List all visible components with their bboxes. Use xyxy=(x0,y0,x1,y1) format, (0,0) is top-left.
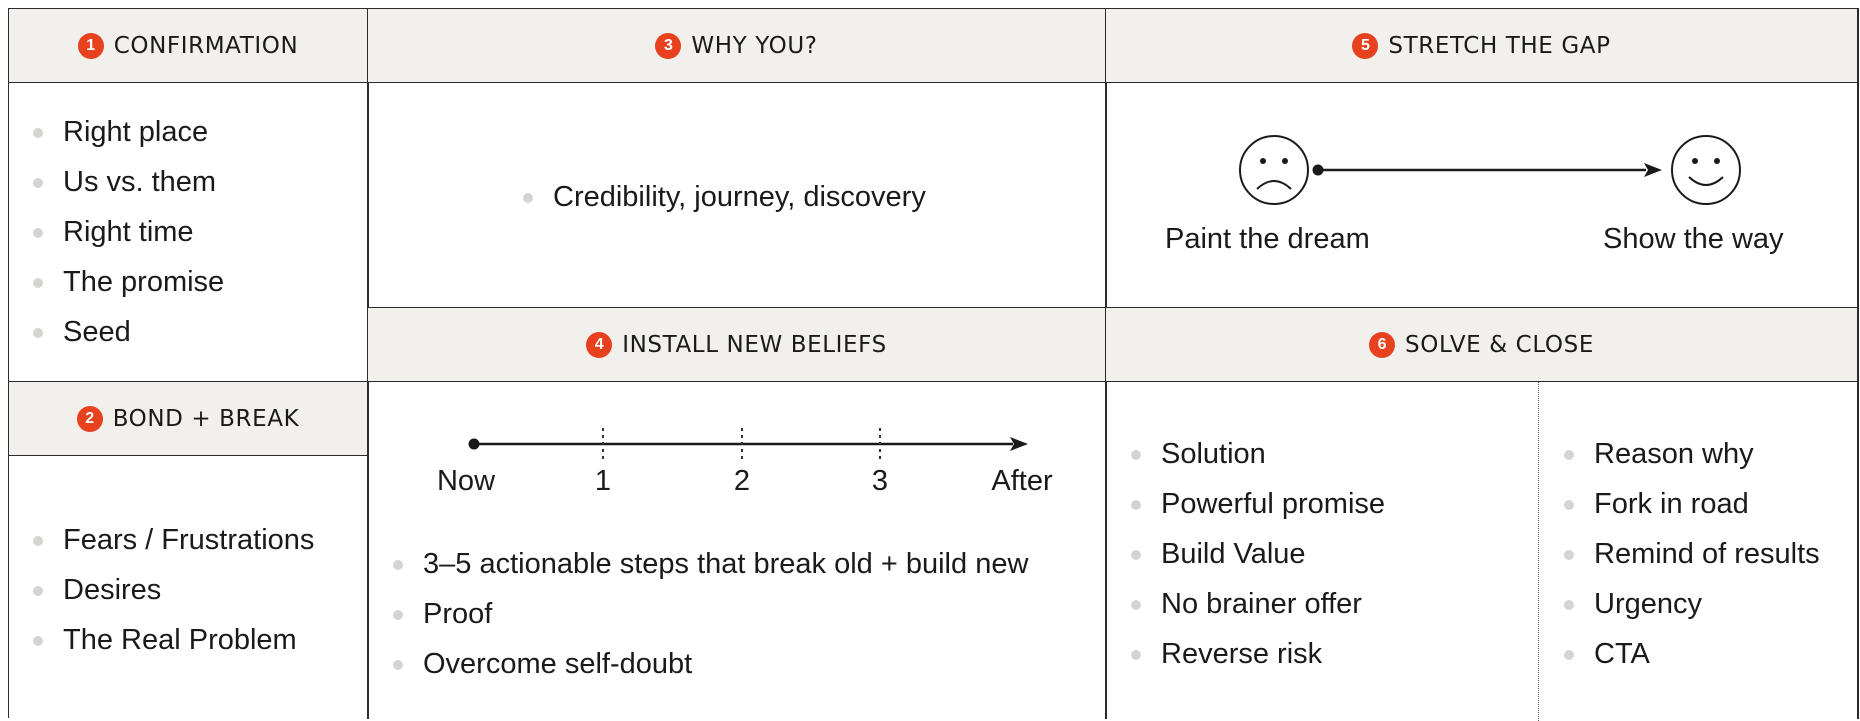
list-item: Urgency xyxy=(1562,579,1857,629)
column-divider xyxy=(1538,381,1539,721)
step-badge: 4 xyxy=(586,331,613,358)
timeline-tick-label: 3 xyxy=(871,465,889,497)
list-item: The Real Problem xyxy=(31,615,361,665)
list-item: Us vs. them xyxy=(31,157,361,207)
step-badge: 6 xyxy=(1369,331,1396,358)
divider xyxy=(367,9,369,719)
list-item: Desires xyxy=(31,565,361,615)
timeline-diagram xyxy=(468,428,1028,462)
step-badge: 2 xyxy=(76,405,103,432)
timeline-arrowhead xyxy=(1010,437,1028,451)
solve-close-list-2: Reason why Fork in road Remind of result… xyxy=(1562,429,1857,679)
step-badge: 3 xyxy=(655,32,682,59)
section-title: INSTALL NEW BELIEFS xyxy=(622,331,887,358)
why-you-list-container: Credibility, journey, discovery xyxy=(521,172,1081,222)
paint-dream-label: Paint the dream xyxy=(1165,223,1370,255)
bond-break-list-container: Fears / Frustrations Desires The Real Pr… xyxy=(31,515,361,665)
framework-board: 1 CONFIRMATION Right place Us vs. them R… xyxy=(8,8,1859,721)
gap-diagram xyxy=(1239,135,1741,205)
list-item: The promise xyxy=(31,257,361,307)
timeline-end-label: After xyxy=(991,465,1053,497)
solve-close-header: 6 SOLVE & CLOSE xyxy=(1106,308,1857,382)
timeline-start-label: Now xyxy=(436,465,496,497)
install-beliefs-list: 3–5 actionable steps that break old + bu… xyxy=(391,539,1101,689)
bond-break-list: Fears / Frustrations Desires The Real Pr… xyxy=(31,515,361,665)
gap-arrowhead xyxy=(1644,163,1662,177)
why-you-list: Credibility, journey, discovery xyxy=(521,172,1081,222)
stretch-gap-header: 5 STRETCH THE GAP xyxy=(1106,9,1857,83)
list-item: Right place xyxy=(31,107,361,157)
list-item: Remind of results xyxy=(1562,529,1857,579)
divider xyxy=(1857,9,1859,719)
install-beliefs-list-container: 3–5 actionable steps that break old + bu… xyxy=(391,539,1101,689)
solve-close-col1-container: Solution Powerful promise Build Value No… xyxy=(1129,429,1529,679)
divider xyxy=(1105,9,1107,719)
list-item: Build Value xyxy=(1129,529,1529,579)
list-item: Reverse risk xyxy=(1129,629,1529,679)
section-title: BOND + BREAK xyxy=(112,405,300,432)
section-title: STRETCH THE GAP xyxy=(1388,32,1611,59)
happy-face-icon xyxy=(1671,135,1741,205)
list-item: Fears / Frustrations xyxy=(31,515,361,565)
solve-close-list-1: Solution Powerful promise Build Value No… xyxy=(1129,429,1529,679)
confirmation-list: Right place Us vs. them Right time The p… xyxy=(31,107,361,357)
step-badge: 1 xyxy=(77,32,104,59)
why-you-header: 3 WHY YOU? xyxy=(368,9,1105,83)
sad-face-icon xyxy=(1239,135,1309,205)
list-item: Solution xyxy=(1129,429,1529,479)
gap-arrow-start-dot xyxy=(1312,164,1324,176)
list-item: Seed xyxy=(31,307,361,357)
list-item: Powerful promise xyxy=(1129,479,1529,529)
list-item: Right time xyxy=(31,207,361,257)
step-badge: 5 xyxy=(1352,32,1379,59)
section-title: WHY YOU? xyxy=(691,32,818,59)
bond-break-header: 2 BOND + BREAK xyxy=(9,382,367,456)
list-item: Proof xyxy=(391,589,1101,639)
timeline-start-dot xyxy=(468,438,480,450)
solve-close-col2-container: Reason why Fork in road Remind of result… xyxy=(1562,429,1857,679)
list-item: CTA xyxy=(1562,629,1857,679)
install-beliefs-header: 4 INSTALL NEW BELIEFS xyxy=(368,308,1105,382)
section-title: CONFIRMATION xyxy=(113,32,299,59)
timeline-tick-label: 2 xyxy=(733,465,751,497)
show-way-label: Show the way xyxy=(1603,223,1784,255)
list-item: Fork in road xyxy=(1562,479,1857,529)
list-item: 3–5 actionable steps that break old + bu… xyxy=(391,539,1101,589)
confirmation-list-container: Right place Us vs. them Right time The p… xyxy=(31,107,361,357)
list-item: Reason why xyxy=(1562,429,1857,479)
list-item: Overcome self-doubt xyxy=(391,639,1101,689)
list-item: Credibility, journey, discovery xyxy=(521,172,1081,222)
divider xyxy=(367,307,1859,309)
confirmation-header: 1 CONFIRMATION xyxy=(9,9,367,83)
section-title: SOLVE & CLOSE xyxy=(1405,331,1594,358)
timeline-tick-label: 1 xyxy=(594,465,612,497)
divider xyxy=(9,381,367,383)
list-item: No brainer offer xyxy=(1129,579,1529,629)
